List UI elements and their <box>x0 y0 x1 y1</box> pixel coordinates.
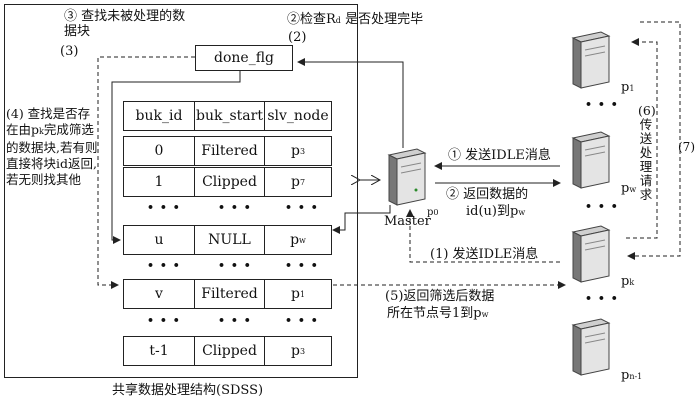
ellipsis-node-2: • • • <box>585 200 619 213</box>
step7-label: (7) <box>678 140 695 154</box>
node-pk-p: p <box>621 274 630 289</box>
rowt-node-p: p <box>290 343 300 359</box>
header-slv-node: slv_node <box>264 101 332 131</box>
node-p1-label: p1 <box>621 80 634 96</box>
ellipsis-c3: • • • <box>285 314 319 327</box>
node-pk-sub: k <box>629 278 635 287</box>
row0-node-sub: 3 <box>299 146 306 156</box>
server-p1-icon <box>571 31 611 89</box>
server-pn1-icon <box>571 318 611 376</box>
master-p: p <box>427 207 434 218</box>
rowu-id: u <box>123 225 195 255</box>
label-2: (2) <box>288 30 307 45</box>
step4-sub: k <box>39 127 44 136</box>
node-pw-sub: w <box>629 185 637 194</box>
ellipsis-c1: • • • <box>147 314 181 327</box>
node-pk-label: pk <box>621 274 634 290</box>
node-pn1-sub: n-1 <box>629 372 643 381</box>
master-sub: p0 <box>427 205 439 220</box>
msg-return-2-sub: w <box>518 208 526 217</box>
ellipsis-b3: • • • <box>285 259 319 272</box>
msg5-line2a: 所在节点号1到p <box>387 306 482 321</box>
ellipsis-a2: • • • <box>218 201 252 214</box>
rowu-node-p: p <box>290 232 300 248</box>
msg-return-2: id(u)到pw <box>466 204 525 220</box>
step2-label: ②检查Rd 是否处理完毕 <box>287 12 423 28</box>
step6-label: (6) 传送处理请求 <box>638 103 656 202</box>
row1-node-p: p <box>290 174 300 190</box>
row1-start: Clipped <box>194 167 265 197</box>
msg-idle-pk: (1) 发送IDLE消息 <box>430 247 539 262</box>
label-3: (3) <box>60 44 79 59</box>
master-server-icon <box>387 148 427 206</box>
row0-id: 0 <box>123 136 195 166</box>
node-pn1-label: pn-1 <box>621 368 642 384</box>
rowt-start: Clipped <box>194 336 265 366</box>
msg5-line1: (5)返回筛选后数据 <box>385 289 495 304</box>
rowt-node-sub: 3 <box>299 346 306 356</box>
rowu-node-sub: w <box>299 235 306 245</box>
row1-id: 1 <box>123 167 195 197</box>
rowu-start: NULL <box>194 225 265 255</box>
step2-sub: d <box>335 16 341 25</box>
ellipsis-node-1: • • • <box>585 98 619 111</box>
msg-idle-1: ① 发送IDLE消息 <box>448 148 551 163</box>
step4-text-b: 完成筛选的数据块,若有则直接将块id返回,若无则找其他 <box>6 122 98 187</box>
rowt-id: t-1 <box>123 336 195 366</box>
node-p1-p: p <box>621 80 630 95</box>
step4-text: (4) 查找是否存在由pk完成筛选的数据块,若有则直接将块id返回,若无则找其他 <box>6 106 102 188</box>
rowv-start: Filtered <box>194 279 265 309</box>
node-pw-p: p <box>621 181 630 196</box>
node-pw-label: pw <box>621 181 636 197</box>
step2-tail: 是否处理完毕 <box>345 12 424 27</box>
sdss-caption: 共享数据处理结构(SDSS) <box>112 383 264 398</box>
server-pw-icon <box>571 131 611 189</box>
rowv-node-p: p <box>290 286 300 302</box>
rowv-id: v <box>123 279 195 309</box>
ellipsis-a3: • • • <box>285 201 319 214</box>
msg-return-1: ② 返回数据的 <box>446 187 529 202</box>
header-buk-start: buk_start <box>194 101 265 131</box>
node-pn1-p: p <box>621 368 630 383</box>
sdss-container <box>4 4 358 378</box>
msg5-sub: w <box>481 310 489 319</box>
master-label: Master <box>384 214 431 229</box>
ellipsis-c2: • • • <box>218 314 252 327</box>
step4-text-a: (4) 查找是否存在由p <box>6 106 91 137</box>
row0-start: Filtered <box>194 136 265 166</box>
row0-node-p: p <box>290 143 300 159</box>
node-p1-sub: 1 <box>629 84 635 93</box>
header-buk-id: buk_id <box>123 101 195 131</box>
server-pk-icon <box>571 225 611 283</box>
ellipsis-b1: • • • <box>147 259 181 272</box>
rowv-node-sub: 1 <box>299 289 306 299</box>
row1-node-sub: 7 <box>299 177 306 187</box>
master-p-sub: 0 <box>433 208 439 217</box>
msg-return-2a: id(u)到p <box>466 204 519 219</box>
step2-text: ②检查R <box>287 12 336 27</box>
step3-label: ③ 查找未被处理的数据块 <box>64 9 186 39</box>
ellipsis-a1: • • • <box>147 201 181 214</box>
msg5-line2: 所在节点号1到pw <box>387 306 488 322</box>
ellipsis-b2: • • • <box>218 259 252 272</box>
done-flg-box: done_flg <box>195 45 293 71</box>
ellipsis-node-3: • • • <box>585 292 619 305</box>
